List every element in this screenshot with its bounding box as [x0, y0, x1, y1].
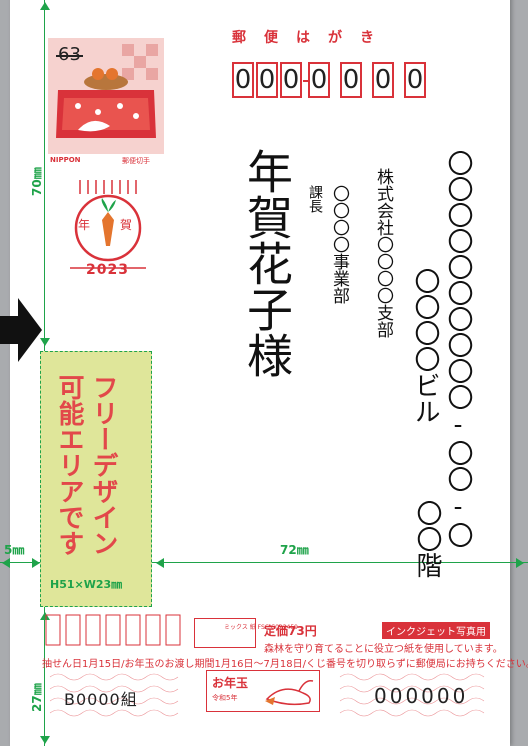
new-year-postmark — [70, 180, 146, 269]
stamp-illustration — [48, 38, 164, 154]
postal-card-title: 郵便はがき — [232, 30, 392, 46]
addressee-department: 〇〇〇〇事業部 — [329, 185, 349, 304]
free-design-size: H51×W23㎜ — [50, 578, 123, 591]
free-design-text: フリーデザイン可能エリアです — [54, 374, 118, 556]
left-margin-label: 5㎜ — [4, 543, 25, 557]
address-street: 〇〇〇〇〇〇〇〇〇〇-〇〇-〇 — [443, 150, 473, 548]
rabbit-icon — [265, 679, 314, 706]
zip-separator — [303, 80, 308, 82]
top-height-label: 70㎜ — [30, 167, 44, 196]
zip-digit-6[interactable]: 0 — [372, 62, 394, 98]
lottery-number: 000000 — [374, 684, 469, 708]
zip-digit-5[interactable]: 0 — [340, 62, 362, 98]
stamp-post-label: 郵便切手 — [122, 157, 150, 165]
horizontal-arrowheads — [2, 558, 524, 568]
fsc-badge — [194, 618, 256, 648]
postmark-char-right: 賀 — [120, 218, 133, 232]
lottery-group-number: B0000組 — [64, 690, 138, 709]
zip-digit-7[interactable]: 0 — [404, 62, 426, 98]
lottery-note: 抽せん日1月15日/お年玉のお渡し期間1月16日～7月18日/くじ番号を切り取ら… — [42, 659, 528, 670]
fsc-label: ミックス 紙 FSC C023459 — [224, 624, 298, 631]
price-label: 定価73円 — [264, 624, 317, 638]
addressee-name: 年賀花子様 — [240, 148, 294, 378]
forest-note: 森林を守り育てることに役立つ紙を使用しています。 — [264, 644, 503, 655]
zip-digit-1[interactable]: 0 — [232, 62, 254, 98]
stamp-value: 63 — [56, 44, 83, 65]
stamp-nippon-label: NIPPON — [50, 156, 81, 164]
addressee-company: 株式会社〇〇〇〇支部 — [373, 168, 393, 338]
addressee-title: 課長 — [307, 185, 323, 213]
otoshidama-label: お年玉 — [212, 676, 249, 690]
zip-digit-4[interactable]: 0 — [308, 62, 330, 98]
zip-digit-3[interactable]: 0 — [280, 62, 302, 98]
postmark-year: 2023 — [86, 262, 129, 278]
stamp — [48, 38, 164, 154]
otoshidama-era: 令和5年 — [212, 694, 238, 702]
address-building: 〇〇〇〇ビル — [410, 268, 440, 424]
horizontal-guide-line — [0, 562, 528, 563]
pointer-arrow-icon — [0, 298, 42, 362]
postmark-char-left: 年 — [78, 218, 91, 232]
otoshidama-box — [206, 670, 320, 712]
free-design-area[interactable] — [40, 351, 152, 607]
inkjet-badge: インクジェット写真用 — [382, 622, 490, 639]
lottery-section — [45, 614, 485, 717]
guide-arrowheads — [40, 2, 50, 744]
zip-digit-2[interactable]: 0 — [256, 62, 278, 98]
width-label: 72㎜ — [280, 543, 309, 557]
address-floor: 〇〇階 — [412, 500, 442, 578]
